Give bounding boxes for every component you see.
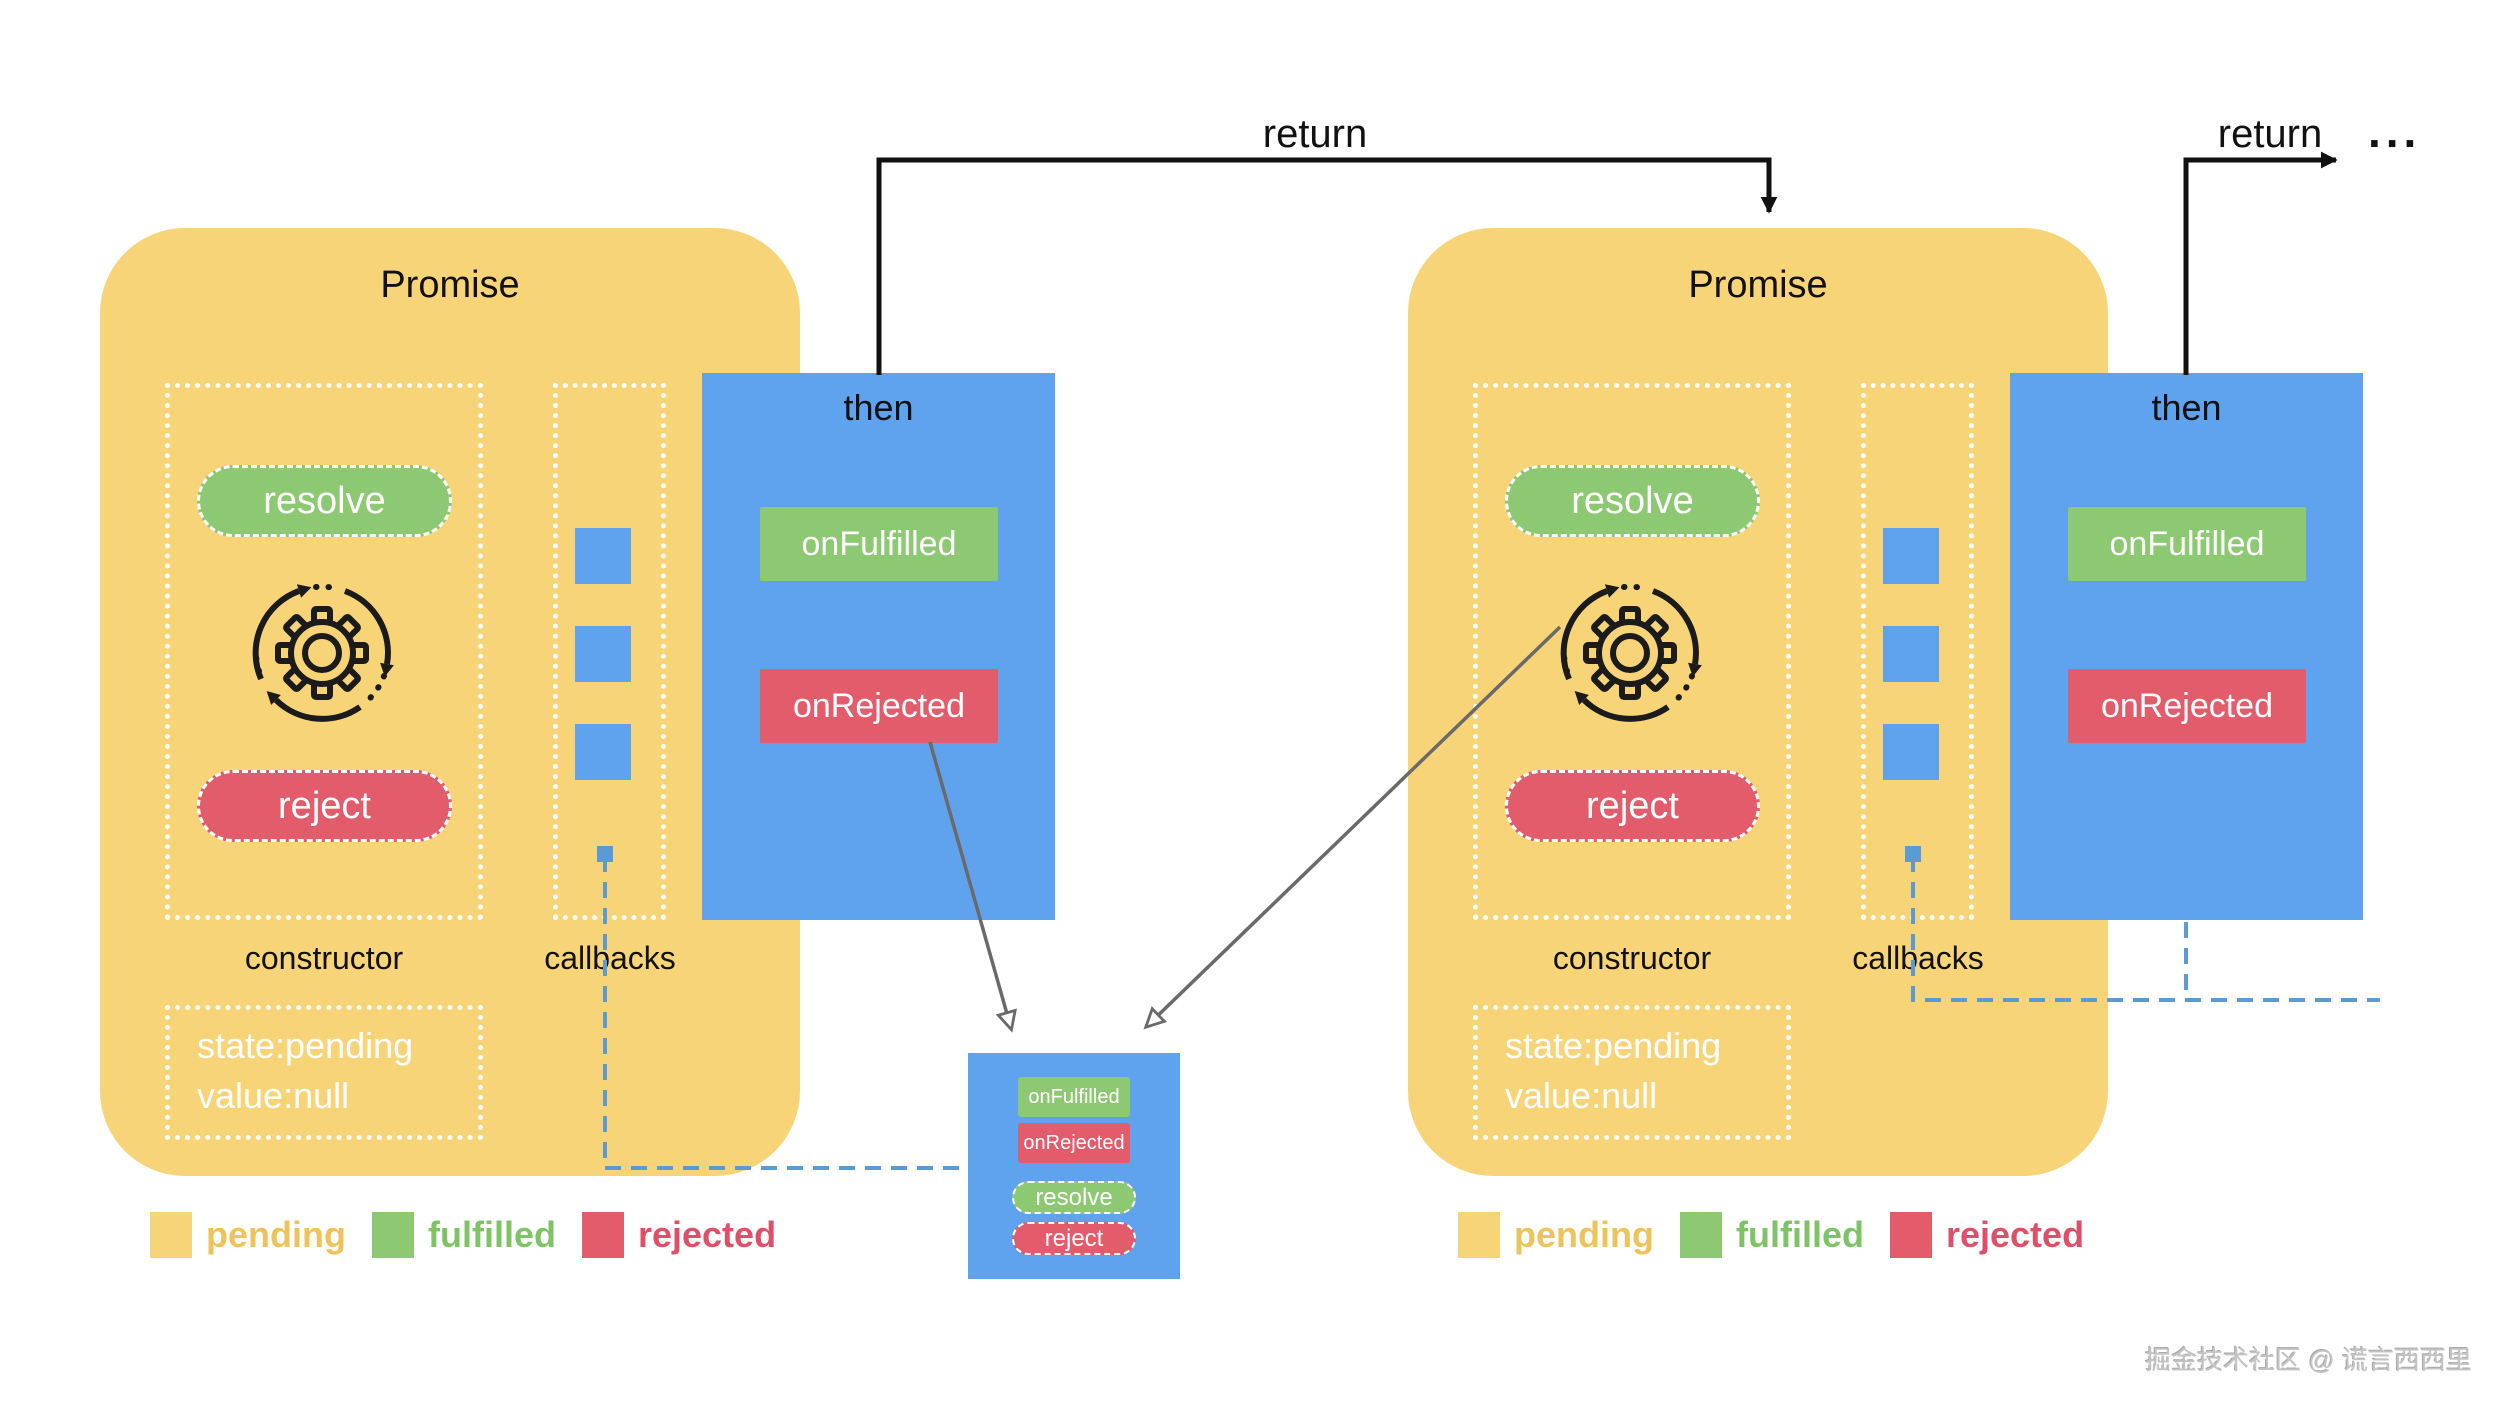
callback-slot: [1883, 724, 1939, 780]
promise-title: Promise: [1688, 264, 1828, 306]
reject-pill: reject: [1505, 770, 1760, 842]
reject-pill-label: reject: [1586, 784, 1679, 827]
onfulfilled-button: onFulfilled: [760, 507, 998, 581]
legend-right: pending fulfilled rejected: [1458, 1212, 2110, 1258]
value-line: value:null: [1505, 1075, 1658, 1116]
onfulfilled-button: onFulfilled: [2068, 507, 2306, 581]
fulfilled-label: fulfilled: [427, 1214, 556, 1255]
state-text: state:pending value:null: [1505, 1021, 1721, 1121]
onrejected-label: onRejected: [2100, 686, 2273, 725]
promise-title: Promise: [380, 264, 520, 306]
constructor-region: [165, 383, 483, 920]
callback-slot: [1883, 626, 1939, 682]
callbacks-label: callbacks: [544, 940, 676, 976]
stored-reject-pill: reject: [1012, 1222, 1136, 1255]
constructor-label: constructor: [1552, 940, 1712, 976]
onfulfilled-label: onFulfilled: [2109, 524, 2265, 563]
callback-slot: [1883, 528, 1939, 584]
callback-slot: [575, 724, 631, 780]
return-label-right: return: [2217, 112, 2323, 156]
pending-swatch: [150, 1212, 192, 1258]
gear-process-icon: [252, 583, 394, 722]
fulfilled-label: fulfilled: [1735, 1214, 1864, 1255]
callbacks-label: callbacks: [1852, 940, 1984, 976]
then-box-left: then onFulfilled onRejected: [702, 373, 1055, 920]
fulfilled-swatch: [371, 1212, 414, 1258]
onrejected-label: onRejected: [792, 686, 965, 725]
stored-onfulfilled: onFulfilled: [1018, 1077, 1130, 1117]
state-line: state:pending: [197, 1025, 414, 1066]
stored-onrejected: onRejected: [1018, 1123, 1130, 1163]
then-title: then: [2151, 387, 2222, 428]
rejected-label: rejected: [637, 1214, 777, 1255]
return-arrow-right: [2183, 151, 2338, 375]
callback-queue-dot: [597, 846, 613, 862]
state-text: state:pending value:null: [197, 1021, 413, 1121]
continuation-ellipsis: ...: [2368, 105, 2422, 157]
promise-box-right: Promise resolve: [1408, 228, 2108, 1176]
pending-swatch: [1458, 1212, 1500, 1258]
resolve-pill: resolve: [1505, 465, 1760, 537]
state-line: state:pending: [1505, 1025, 1722, 1066]
value-line: value:null: [197, 1075, 350, 1116]
onfulfilled-label: onFulfilled: [801, 524, 957, 563]
rejected-swatch: [581, 1212, 624, 1258]
callback-queue-dot: [1905, 846, 1921, 862]
rejected-swatch: [1889, 1212, 1932, 1258]
resolve-pill-label: resolve: [1571, 479, 1694, 522]
reject-pill-label: reject: [278, 784, 371, 827]
then-box-right: then onFulfilled onRejected: [2010, 373, 2363, 920]
pending-label: pending: [206, 1214, 346, 1255]
fulfilled-swatch: [1679, 1212, 1722, 1258]
gear-process-icon: [1560, 583, 1702, 722]
resolve-pill: resolve: [197, 465, 452, 537]
return-label-left: return: [1262, 112, 1368, 156]
callback-store-box: onFulfilled onRejected resolve reject: [968, 1053, 1180, 1279]
then-title: then: [843, 387, 914, 428]
legend-left: pending fulfilled rejected: [150, 1212, 802, 1258]
onrejected-button: onRejected: [2068, 669, 2306, 743]
state-region: [165, 1005, 483, 1140]
callback-slot: [575, 528, 631, 584]
stored-resolve-pill: resolve: [1012, 1181, 1136, 1214]
state-region: [1473, 1005, 1791, 1140]
rejected-label: rejected: [1945, 1214, 2085, 1255]
pending-label: pending: [1514, 1214, 1654, 1255]
watermark: 掘金技术社区 @ 谎言西西里: [2145, 1345, 2472, 1375]
reject-pill: reject: [197, 770, 452, 842]
resolve-pill-label: resolve: [263, 479, 386, 522]
callback-slot: [575, 626, 631, 682]
promise-box-left: Promise resolve: [100, 228, 800, 1176]
onrejected-button: onRejected: [760, 669, 998, 743]
constructor-label: constructor: [244, 940, 404, 976]
